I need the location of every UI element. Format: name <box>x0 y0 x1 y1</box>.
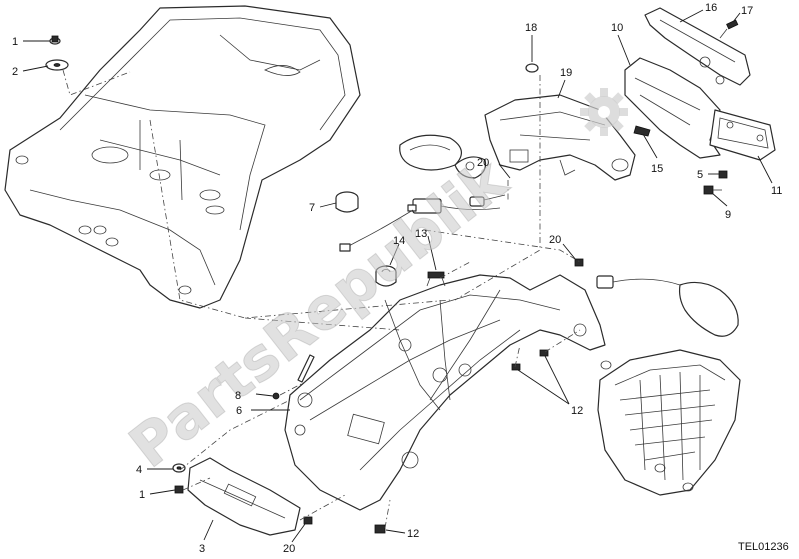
callout-1-bottom: 1 <box>139 489 145 501</box>
callout-20-upper: 20 <box>477 157 489 169</box>
grommet-14 <box>375 265 397 287</box>
callout-1-top: 1 <box>12 36 18 48</box>
license-plate-11 <box>709 109 776 161</box>
screw-1-bottom <box>174 485 184 494</box>
callout-4: 4 <box>136 464 142 476</box>
callout-11: 11 <box>771 185 782 197</box>
callout-13: 13 <box>415 228 427 240</box>
reference-code: TEL01236 <box>738 541 789 553</box>
callout-2-top: 2 <box>12 66 18 78</box>
callout-8: 8 <box>235 390 241 402</box>
callout-15: 15 <box>651 163 663 175</box>
callout-9: 9 <box>725 209 731 221</box>
lower-cover-3 <box>187 457 301 536</box>
callout-5: 5 <box>697 169 703 181</box>
clip-15 <box>633 125 651 137</box>
screw-17 <box>719 19 739 39</box>
mount-16 <box>644 7 751 86</box>
clip-20-bottom <box>303 516 313 525</box>
callout-17: 17 <box>741 5 753 17</box>
rear-mudguard-6 <box>284 274 606 511</box>
callout-3: 3 <box>199 543 205 555</box>
bolt-12-bottom <box>374 524 386 534</box>
callout-18: 18 <box>525 22 537 34</box>
callout-7: 7 <box>309 202 315 214</box>
reference-lines <box>62 69 581 529</box>
tie-wrap-8 <box>272 354 315 400</box>
bolt-9 <box>703 185 722 195</box>
leader-lines <box>22 9 773 543</box>
callout-16: 16 <box>705 2 717 14</box>
callout-19: 19 <box>560 67 572 79</box>
screw-1-top <box>49 35 61 45</box>
grommet-18 <box>525 63 539 73</box>
light-bracket-20 <box>454 156 487 179</box>
nut-5 <box>718 170 728 179</box>
tail-light <box>597 349 741 496</box>
callout-10: 10 <box>611 22 623 34</box>
washer-2-top <box>45 59 69 71</box>
plate-bracket-10 <box>624 57 721 159</box>
rear-subframe <box>4 5 361 309</box>
rubber-pad-7 <box>335 191 359 213</box>
side-reflector <box>596 275 739 337</box>
washer-4 <box>172 463 186 473</box>
license-light-wiring <box>339 194 506 252</box>
clip-13 <box>426 271 446 287</box>
callout-12-mid: 12 <box>571 405 583 417</box>
bolts-12-mid <box>511 349 549 371</box>
callout-14: 14 <box>393 235 405 247</box>
callout-labels: 1 2 7 18 19 10 16 17 20 15 5 9 11 14 13 … <box>12 2 782 555</box>
gear-icon <box>580 88 628 136</box>
callout-6: 6 <box>236 405 242 417</box>
callout-12-bottom: 12 <box>407 528 419 540</box>
clip-20-mid <box>574 258 584 267</box>
callout-20-mid: 20 <box>549 234 561 246</box>
callout-20-bottom: 20 <box>283 543 295 555</box>
